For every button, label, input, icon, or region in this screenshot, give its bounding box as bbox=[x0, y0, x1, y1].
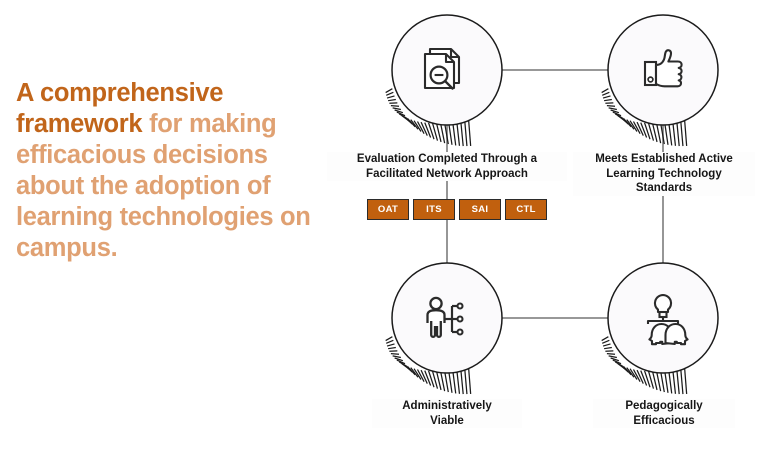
node-label-administrative: Administratively Viable bbox=[372, 399, 522, 428]
hatch-shading-top-left bbox=[385, 88, 472, 147]
page-headline: A comprehensive framework for making eff… bbox=[16, 78, 316, 264]
tag-sai[interactable]: SAI bbox=[459, 199, 501, 220]
tag-its[interactable]: ITS bbox=[413, 199, 455, 220]
tag-ctl[interactable]: CTL bbox=[505, 199, 547, 220]
node-label-evaluation: Evaluation Completed Through a Facilitat… bbox=[327, 152, 567, 181]
headline-body: for making efficacious decisions about t… bbox=[16, 110, 311, 262]
node-label-standards: Meets Established Active Learning Techno… bbox=[573, 152, 755, 196]
node-standards[interactable] bbox=[601, 14, 719, 147]
node-administrative[interactable] bbox=[385, 262, 503, 395]
tag-oat[interactable]: OAT bbox=[367, 199, 409, 220]
document-magnifier-icon bbox=[423, 47, 461, 90]
headline-emphasis: A comprehensive framework bbox=[16, 79, 224, 138]
node-evaluation[interactable] bbox=[385, 14, 503, 147]
partner-tag-group: OAT ITS SAI CTL bbox=[367, 199, 547, 220]
node-label-pedagogical: Pedagogically Efficacious bbox=[593, 399, 735, 428]
node-pedagogical[interactable] bbox=[601, 262, 719, 395]
